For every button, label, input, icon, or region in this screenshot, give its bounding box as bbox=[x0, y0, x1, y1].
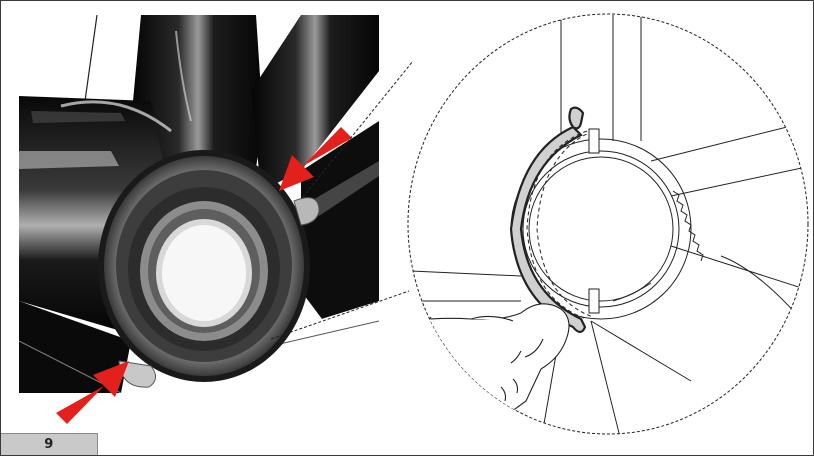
callout-line-upper bbox=[302, 60, 414, 198]
red-arrow-upper bbox=[279, 127, 352, 191]
step-badge: 9 bbox=[1, 433, 98, 455]
callout-line-lower bbox=[270, 290, 410, 340]
red-arrow-lower bbox=[56, 361, 129, 424]
detail-circle bbox=[407, 13, 809, 435]
step-number: 9 bbox=[44, 437, 54, 452]
circlip bbox=[509, 106, 587, 334]
frame-photo bbox=[19, 15, 379, 393]
